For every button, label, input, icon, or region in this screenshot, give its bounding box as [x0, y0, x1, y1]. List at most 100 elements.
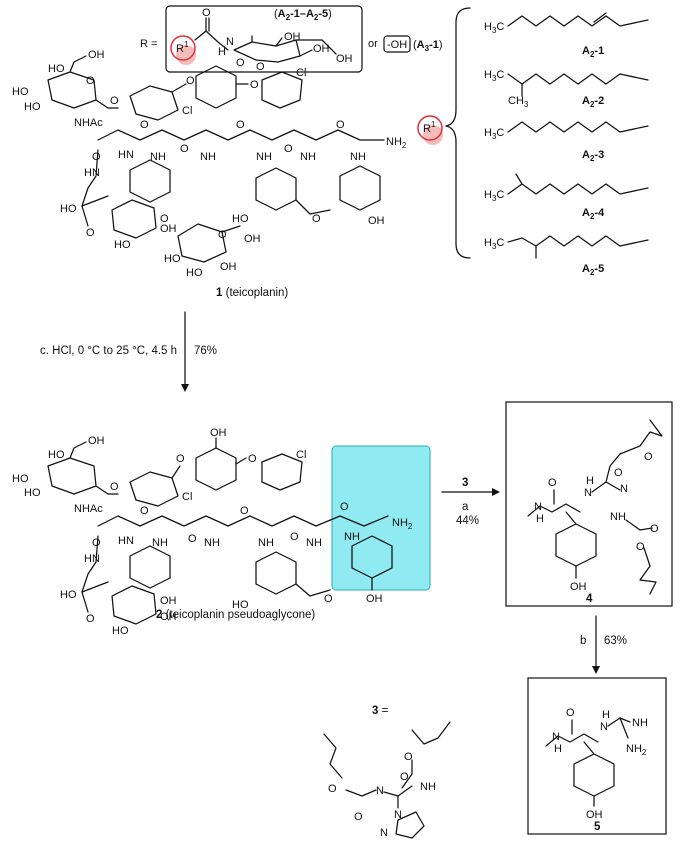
aryl-ring	[261, 453, 303, 491]
atom-o: O	[566, 707, 575, 719]
bond	[527, 503, 581, 517]
atom-ho: HO	[48, 449, 65, 461]
bond	[95, 485, 119, 495]
atom-h: H	[554, 743, 562, 755]
atom-n: N	[552, 731, 560, 743]
highlight-region	[331, 445, 431, 591]
bond	[605, 453, 621, 483]
atom-h: H	[602, 709, 610, 721]
atom-o: O	[340, 501, 349, 513]
atom-ho: HO	[114, 239, 131, 251]
r-equals-label: R =	[140, 38, 157, 50]
atom-nh: NH	[150, 151, 166, 163]
bond	[295, 583, 331, 597]
central-aryl-ring	[195, 447, 237, 491]
bond	[583, 741, 595, 755]
atom-o: O	[86, 227, 95, 239]
atom-o: O	[186, 75, 195, 87]
bond	[69, 441, 87, 459]
atom-o: O	[324, 593, 333, 605]
aryl-ring	[129, 471, 179, 507]
oh-label: -OH	[387, 39, 407, 51]
atom-hn: HN	[118, 535, 134, 547]
atom-nh: NH	[632, 717, 648, 729]
atom-h: H	[536, 513, 544, 525]
atom-nh: NH	[344, 531, 360, 543]
atom-n: N	[534, 501, 542, 513]
atom-oh: OH	[88, 49, 105, 61]
step1-yield: 76%	[194, 345, 217, 357]
step3-arrow-head	[592, 666, 600, 674]
atom-o: O	[140, 119, 149, 131]
bond	[295, 199, 331, 215]
atom-oh: OH	[586, 809, 603, 821]
bond	[591, 481, 621, 493]
atom-ho: HO	[112, 625, 129, 637]
atom-nh: NH	[256, 151, 272, 163]
tbu-group	[619, 419, 663, 455]
a2-range-label: (A2-1–A2-5)	[274, 8, 332, 22]
step3-letter: b	[580, 635, 586, 647]
bond	[345, 789, 377, 797]
a2-1-label: A2-1	[582, 45, 604, 59]
sugar-ring	[47, 457, 97, 495]
svg-text:NH2: NH2	[392, 517, 413, 531]
step3-yield: 63%	[604, 635, 627, 647]
atom-o: O	[180, 143, 189, 155]
atom-nh: NH	[152, 537, 168, 549]
aryl-ring	[255, 551, 297, 595]
atom-o: O	[336, 119, 345, 131]
atom-cl: Cl	[182, 105, 192, 117]
atom-ho: HO	[12, 86, 29, 98]
alkyl-chain	[507, 235, 649, 247]
atom-oh: OH	[220, 261, 237, 273]
a2-2-label: A2-2	[582, 95, 604, 109]
atom-ho: HO	[164, 253, 181, 265]
atom-n: N	[600, 721, 608, 733]
svg-text:NH2: NH2	[626, 743, 647, 757]
atom-cl: Cl	[182, 491, 192, 503]
or-label: or	[368, 38, 378, 50]
aryl-ring	[573, 753, 615, 797]
atom-o: O	[240, 505, 249, 517]
bond	[81, 149, 99, 207]
central-aryl-ring	[195, 65, 237, 109]
a2-3-label: A2-3	[582, 149, 604, 163]
atom-oh: OH	[336, 53, 353, 65]
bond	[607, 717, 631, 727]
atom-ho: HO	[186, 267, 203, 279]
side-chain-methyl: CH3	[508, 95, 529, 109]
atom-o: O	[110, 95, 119, 107]
atom-oh: OH	[160, 223, 177, 235]
atom-o: O	[236, 57, 245, 69]
atom-n: N	[376, 785, 384, 797]
step1-conditions: c. HCl, 0 °C to 25 °C, 4.5 h	[40, 345, 177, 357]
r1-label: R1	[423, 120, 436, 135]
atom-o: O	[160, 213, 169, 225]
pseudoaglycone-structure: HO HO HO OH NHAc O Cl O OH O Cl O HN O N…	[12, 427, 431, 637]
atom-o: O	[636, 541, 645, 553]
bond	[81, 581, 109, 593]
a2-4-label: A2-4	[582, 207, 605, 221]
oh-box	[383, 35, 411, 53]
atom-nh: NH	[350, 151, 366, 163]
atom-o: O	[86, 75, 95, 87]
aryl-ring	[339, 165, 381, 211]
atom-oh: OH	[210, 427, 227, 439]
atom-h: H	[218, 46, 226, 58]
atom-ho: HO	[12, 473, 29, 485]
bond	[565, 511, 577, 525]
r1-label: R1	[176, 40, 189, 55]
product-4-box	[505, 401, 673, 607]
side-chain-brace	[445, 7, 471, 259]
side-chain-head: H3C	[484, 69, 504, 83]
atom-oh: OH	[160, 611, 177, 623]
bond	[625, 519, 653, 531]
atom-n: N	[584, 487, 592, 499]
aryl-ring	[129, 545, 171, 589]
atom-n: N	[226, 36, 234, 48]
glucosamine-ring	[233, 39, 301, 63]
bond	[171, 83, 187, 93]
atom-ho: HO	[24, 487, 41, 499]
aryl-ring	[129, 159, 171, 203]
